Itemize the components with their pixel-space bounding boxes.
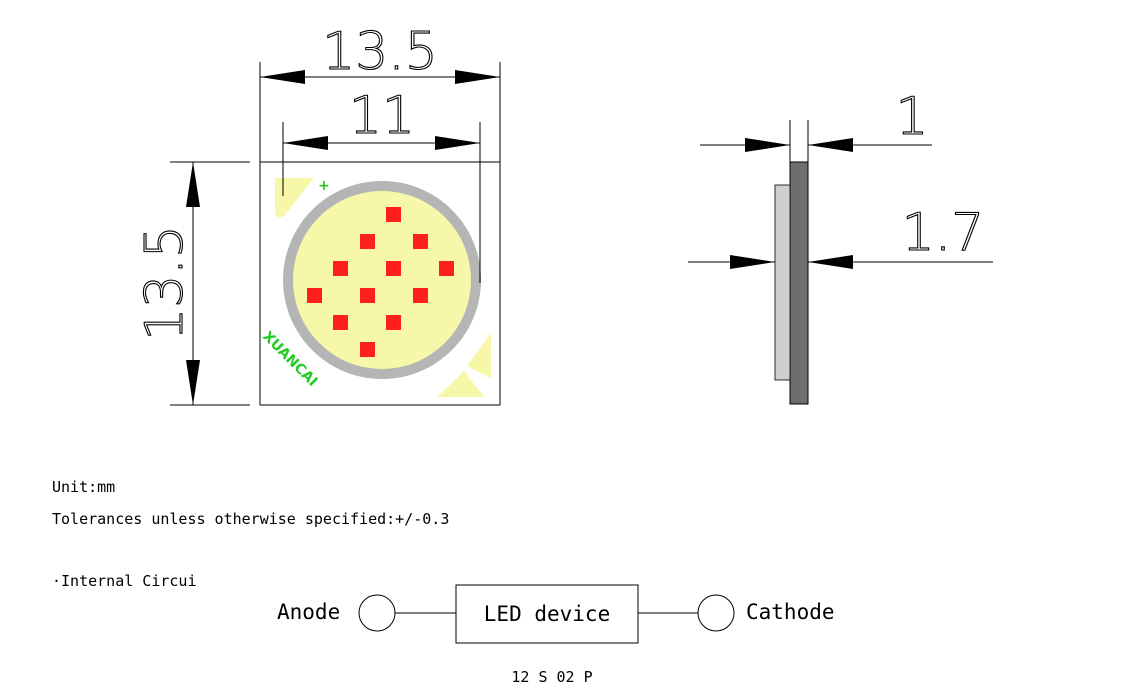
- front-view: + XUANCAI 13.5 11 13.5: [134, 21, 501, 406]
- led-chip: [360, 234, 375, 249]
- tolerance-note: Tolerances unless otherwise specified:+/…: [52, 510, 450, 528]
- led-chip: [386, 315, 401, 330]
- led-chip: [360, 342, 375, 357]
- led-chip: [360, 288, 375, 303]
- polarity-plus: +: [318, 178, 330, 194]
- led-chip: [333, 261, 348, 276]
- anode-pad: [275, 178, 314, 218]
- led-chip: [413, 288, 428, 303]
- cathode-terminal: [697, 594, 735, 632]
- dim-height: 13.5: [135, 225, 195, 341]
- dim-inner-width: 11: [349, 86, 415, 146]
- led-chip: [307, 288, 322, 303]
- led-chip: [439, 261, 454, 276]
- anode-terminal: [358, 594, 396, 632]
- side-board: [789, 161, 809, 405]
- cathode-pad-right: [467, 333, 491, 378]
- side-view: 1 1.7: [688, 86, 993, 405]
- led-device-label: LED device: [484, 602, 610, 626]
- led-device-box: [455, 584, 639, 644]
- cathode-pad-bottom: [437, 371, 484, 397]
- phosphor-area: [293, 191, 471, 369]
- unit-note: Unit:mm: [52, 478, 116, 496]
- internal-circuit-heading: ·Internal Circui: [52, 572, 197, 590]
- led-chip: [386, 261, 401, 276]
- chip-array: [307, 207, 454, 357]
- led-chip: [386, 207, 401, 222]
- anode-label: Anode: [277, 600, 340, 624]
- internal-circuit: Anode LED device Cathode 12 S 02 P: [277, 584, 835, 686]
- dim-total-thickness: 1.7: [902, 203, 985, 263]
- side-lens: [774, 184, 791, 381]
- circuit-config: 12 S 02 P: [511, 668, 592, 686]
- led-chip: [413, 234, 428, 249]
- dim-outer-width: 13.5: [322, 22, 438, 82]
- led-chip: [333, 315, 348, 330]
- dim-board-thickness: 1: [895, 87, 928, 147]
- cathode-label: Cathode: [746, 600, 835, 624]
